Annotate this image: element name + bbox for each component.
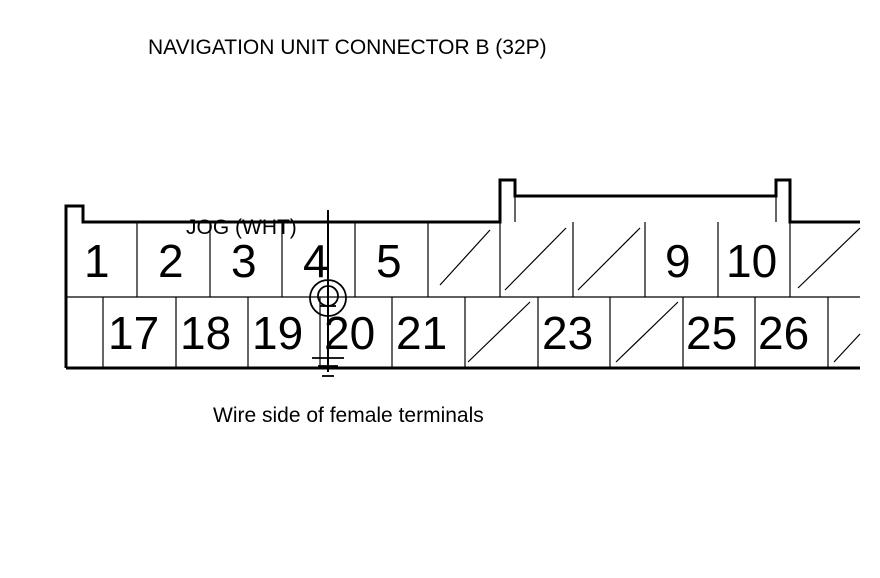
pin-3: 3 — [231, 235, 257, 287]
jog-wire-label: JOG (WHT) — [186, 216, 297, 239]
pin-26: 26 — [758, 307, 809, 359]
pin-18: 18 — [180, 307, 231, 359]
pin-23: 23 — [542, 307, 593, 359]
pin-21: 21 — [396, 307, 447, 359]
diagram-caption: Wire side of female terminals — [213, 404, 484, 427]
pin-17: 17 — [108, 307, 159, 359]
pin-9: 9 — [665, 235, 691, 287]
bottom-row-dividers — [102, 297, 829, 368]
top-row-pins: 1 2 3 4 5 9 10 — [84, 235, 777, 287]
top-row-dividers — [136, 222, 791, 297]
ground-icon — [309, 210, 347, 377]
pin-19: 19 — [252, 307, 303, 359]
pin-2: 2 — [158, 235, 184, 287]
pin-4: 4 — [303, 235, 329, 287]
pin-1: 1 — [84, 235, 110, 287]
pin-5: 5 — [376, 235, 402, 287]
pin-25: 25 — [686, 307, 737, 359]
pin-10: 10 — [726, 235, 777, 287]
bottom-row-pins: 17 18 19 20 21 23 25 26 — [108, 307, 809, 359]
diagram-title: NAVIGATION UNIT CONNECTOR B (32P) — [148, 36, 547, 59]
unused-cavity-slashes — [439, 227, 861, 363]
connector-housing — [64, 178, 860, 370]
